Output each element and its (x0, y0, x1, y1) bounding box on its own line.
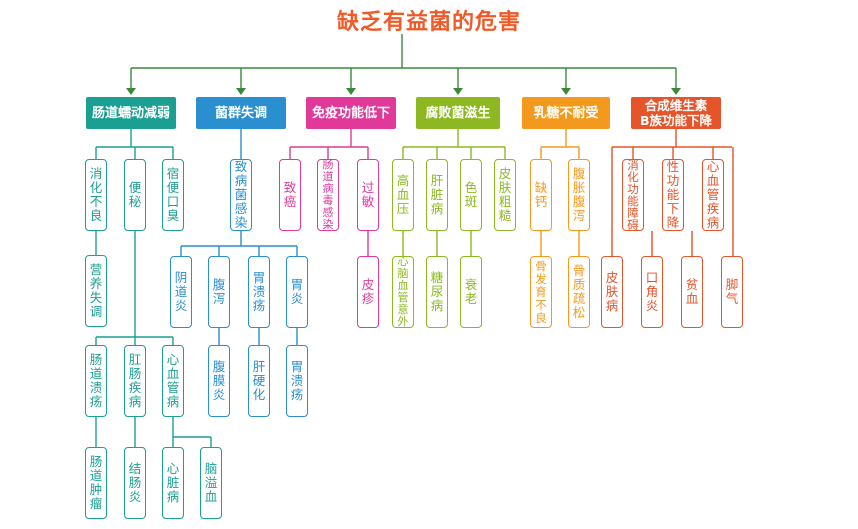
leaf-osteoporosis: 骨质疏松 (568, 256, 590, 328)
arrow-head (671, 88, 681, 95)
leaf-diabetes: 糖尿病 (426, 256, 448, 328)
leaf-constipation: 便秘 (124, 159, 146, 231)
leaf-diarrhea: 腹泻 (208, 256, 230, 328)
leaf-skin-disease: 皮肤病 (601, 256, 623, 328)
leaf-aging: 衰老 (460, 256, 482, 328)
arrow-head (346, 88, 356, 95)
leaf-hypertension: 高血压 (392, 159, 414, 231)
leaf-pathogen-infection: 致病菌感染 (230, 159, 252, 231)
category-low-immunity: 免疫功能低下 (306, 97, 396, 129)
leaf-gastric-ulcer-2: 胃溃疡 (286, 345, 308, 417)
leaf-gastric-ulcer: 胃溃疡 (248, 256, 270, 328)
leaf-colitis: 结肠炎 (124, 447, 146, 519)
diagram-title: 缺乏有益菌的危害 (336, 10, 521, 35)
leaf-bloating-diarrhea: 腹胀腹泻 (568, 159, 590, 231)
leaf-indigestion: 消化不良 (85, 159, 107, 231)
leaf-halitosis: 宿便口臭 (162, 159, 184, 231)
leaf-pigment-spots: 色斑 (460, 159, 482, 231)
arrow-head (561, 88, 571, 95)
leaf-rough-skin: 皮肤粗糙 (494, 159, 516, 231)
leaf-beriberi: 脚气 (721, 256, 743, 328)
leaf-cerebrovascular-accident: 心脑血管意外 (392, 256, 414, 328)
leaf-intestinal-ulcer: 肠道溃疡 (85, 345, 107, 417)
leaf-vaginitis: 阴道炎 (170, 256, 192, 328)
arrow-head (236, 88, 246, 95)
leaf-anemia: 贫血 (681, 256, 703, 328)
leaf-bone-dysplasia: 骨发育不良 (530, 256, 552, 328)
leaf-rash: 皮疹 (357, 256, 379, 328)
category-vitamin-b-synthesis: 合成维生素 B族功能下降 (631, 97, 721, 129)
category-intestinal-motility: 肠道蠕动减弱 (86, 97, 176, 129)
leaf-malnutrition: 营养失调 (85, 255, 107, 327)
leaf-cerebral-hemorrhage: 脑溢血 (200, 447, 222, 519)
category-flora-imbalance: 菌群失调 (196, 97, 286, 129)
leaf-intestinal-tumor: 肠道肿瘤 (85, 447, 107, 519)
leaf-carcinogenic: 致癌 (279, 159, 301, 231)
leaf-digestive-dysfunction: 消化功能障碍 (622, 159, 644, 231)
leaf-gastritis: 胃炎 (286, 256, 308, 328)
category-putrefactive-bacteria: 腐败菌滋生 (416, 97, 500, 129)
leaf-calcium-deficiency: 缺钙 (530, 159, 552, 231)
arrow-head (126, 88, 136, 95)
arrow-head (453, 88, 463, 95)
leaf-cardiovascular-disease: 心血管疾病 (702, 159, 724, 231)
leaf-cirrhosis: 肝硬化 (248, 345, 270, 417)
leaf-peritonitis: 腹膜炎 (208, 345, 230, 417)
leaf-viral-infection: 肠道病毒感染 (317, 159, 339, 231)
leaf-heart-disease: 心脏病 (162, 447, 184, 519)
leaf-sexual-dysfunction: 性功能下降 (662, 159, 684, 231)
leaf-allergy: 过敏 (357, 159, 379, 231)
leaf-cardiovascular: 心血管病 (162, 345, 184, 417)
leaf-angular-cheilitis: 口角炎 (641, 256, 663, 328)
leaf-liver-disease: 肝脏病 (426, 159, 448, 231)
leaf-anorectal-disease: 肛肠疾病 (124, 345, 146, 417)
category-lactose-intolerance: 乳糖不耐受 (522, 97, 610, 129)
